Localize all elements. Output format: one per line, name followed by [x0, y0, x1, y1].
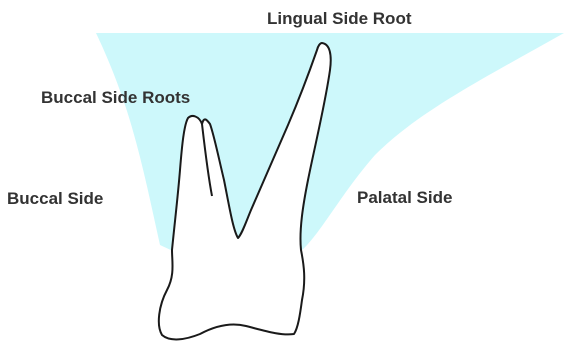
lingual-side-root-label: Lingual Side Root	[267, 10, 412, 27]
buccal-side-roots-label: Buccal Side Roots	[41, 89, 190, 106]
buccal-side-label: Buccal Side	[7, 190, 103, 207]
palatal-side-label: Palatal Side	[357, 189, 452, 206]
